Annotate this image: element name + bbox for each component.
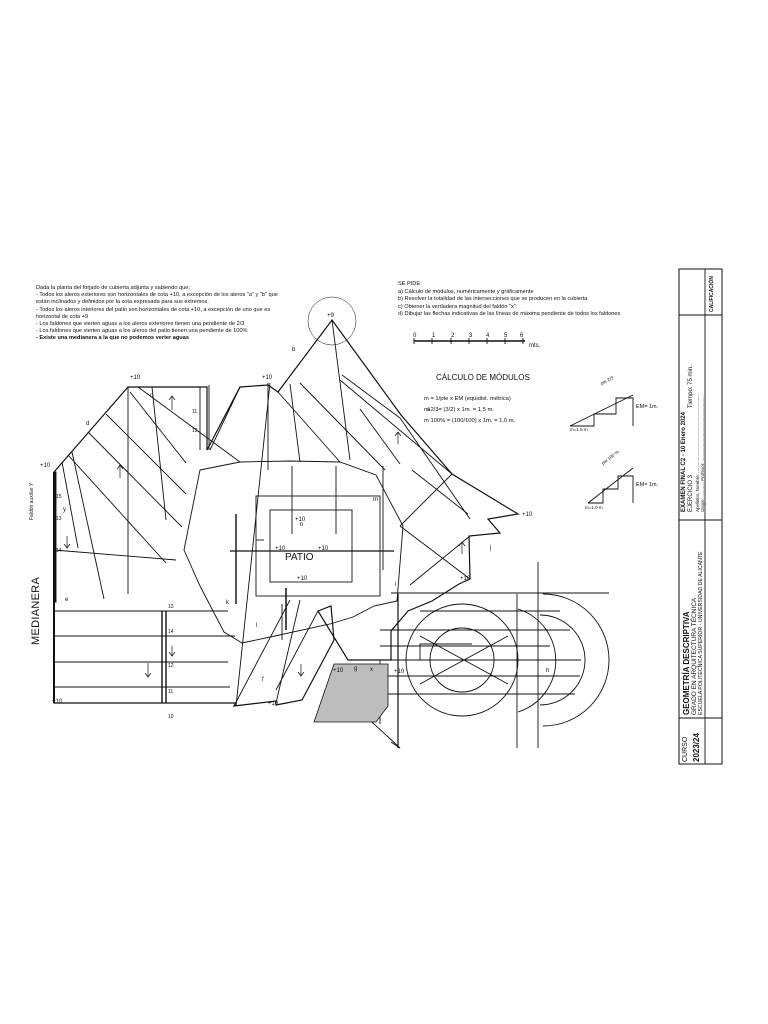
band-number: 11	[168, 689, 173, 695]
edge-letter: l	[256, 623, 258, 629]
curso-label: CURSO	[682, 736, 689, 762]
modules-title: CÁLCULO DE MÓDULOS	[436, 373, 530, 382]
band-number: 13	[168, 604, 174, 610]
cota-label: +10	[275, 546, 286, 552]
edge-letter: b	[292, 347, 296, 353]
cota-label: +10	[460, 576, 471, 582]
edge-letter: n	[300, 522, 304, 528]
edge-letter: j	[490, 545, 492, 551]
group-field[interactable]: Grupo: ............ Profesor: ..........…	[700, 396, 705, 512]
tasks-title: SE PIDE:	[398, 281, 422, 287]
edge-letter: x	[370, 667, 373, 673]
formula-line: m 100% = (100/100) x 1m. = 1,0 m.	[424, 418, 516, 424]
statement-line: - Los faldones que vierten aguas a los a…	[36, 321, 245, 328]
cota-label: +10	[52, 699, 63, 705]
degree-name: GRADO EN ARQUITECTURA TÉCNICA	[691, 597, 698, 715]
band-number: 15	[56, 494, 62, 500]
modules-formulas: m = 1/pte x EM (equidist. métrica) m 2/3…	[424, 394, 515, 427]
scale-tick-label: 5	[504, 333, 508, 339]
band-number: 14	[56, 548, 62, 554]
exercise-label: EJERCICIO 3	[688, 474, 694, 512]
cota-label: +10	[130, 375, 141, 381]
em-label: EM= 1m.	[636, 482, 659, 488]
task-item: c) Obtener la verdadera magnitud del fal…	[398, 303, 516, 310]
cota-label: +10	[394, 669, 405, 675]
curso-year: 2023/24	[692, 733, 701, 762]
statement-line: - Todos los aleros interiores del patio …	[36, 306, 271, 313]
edge-letter: m	[373, 497, 378, 503]
statement-line: - Existe una medianera a la que no podem…	[36, 335, 189, 342]
task-item: a) Cálculo de módulos, numéricamente y g…	[398, 288, 534, 295]
edge-letter: h	[546, 668, 550, 674]
cota-label: +10	[333, 668, 344, 674]
scale-tick-label: 1	[432, 333, 436, 339]
exam-title: EXAMEN FINAL C2 - 10 Enero 2024	[681, 412, 687, 512]
module-label: m=1.5 m.	[570, 427, 589, 432]
subject-title: GEOMETRÍA DESCRIPTIVA	[682, 611, 691, 715]
cota-label: +10	[262, 375, 273, 381]
edge-letter: y	[63, 507, 66, 513]
em-label: EM= 1m.	[636, 404, 659, 410]
formula-line: m 2/3= (3/2) x 1m. = 1,5 m.	[424, 407, 494, 413]
cota-label: +9	[327, 313, 334, 319]
patio-label: PATIO	[285, 552, 314, 563]
band-number: 11	[192, 409, 197, 415]
band-number: 12	[192, 428, 198, 434]
edge-letter: e	[65, 597, 69, 603]
band-number: 14	[168, 629, 174, 635]
cota-label: +10	[268, 701, 279, 707]
edge-letter: g	[354, 666, 358, 672]
edge-letter: f	[262, 677, 264, 683]
statement-line: Dada la planta del forjado de cubierta a…	[36, 285, 190, 291]
scale-tick-label: 0	[413, 333, 417, 339]
statement-line: - Todos los aleros exteriores son horizo…	[36, 292, 278, 299]
medianera-label: MEDIANERA	[30, 576, 42, 645]
cota-label: +10	[297, 576, 308, 582]
scale-tick-label: 6	[520, 333, 524, 339]
scale-tick-label: 3	[469, 333, 473, 339]
band-number: 12	[168, 663, 174, 669]
time-label: Tiempo: 75 min.	[688, 365, 694, 408]
scale-tick-label: 2	[451, 333, 455, 339]
band-number: 13	[56, 516, 62, 522]
school-name: ESCUELA POLITÉCNICA SUPERIOR - UNIVERSID…	[698, 551, 704, 715]
scale-unit: mts.	[529, 343, 541, 349]
formula-line: m = 1/pte x EM (equidist. métrica)	[424, 396, 511, 402]
band-number: 10	[168, 714, 174, 720]
module-label: m=1.0 m.	[585, 505, 604, 510]
edge-letter: k	[226, 600, 229, 606]
edge-letter: i	[395, 582, 397, 588]
scale-tick-label: 4	[486, 333, 490, 339]
cota-label: +10	[40, 463, 51, 469]
statement-line: horizontal de cota +9	[36, 313, 89, 320]
task-item: d) Dibujar las flechas indicativas de la…	[398, 311, 621, 318]
faldon-auxiliar-label: Faldón auxiliar Y	[29, 482, 35, 520]
grade-label: CALIFICACIÓN	[709, 276, 715, 312]
statement-block: Dada la planta del forjado de cubierta a…	[36, 285, 366, 343]
tasks-block: SE PIDE: a) Cálculo de módulos, numérica…	[398, 281, 678, 319]
cota-label: +10	[295, 517, 306, 523]
edge-letter: a	[427, 407, 431, 413]
task-item: b) Resolver la totalidad de las intersec…	[398, 296, 588, 303]
edge-letter: d	[86, 421, 90, 427]
edge-letter: c	[150, 393, 153, 399]
statement-line: - Los faldones que vierten aguas a los a…	[36, 328, 248, 335]
statement-line: están inclinados y definidos por la cota…	[36, 299, 209, 306]
cota-label: +10	[318, 546, 329, 552]
cota-label: +10	[522, 512, 533, 518]
